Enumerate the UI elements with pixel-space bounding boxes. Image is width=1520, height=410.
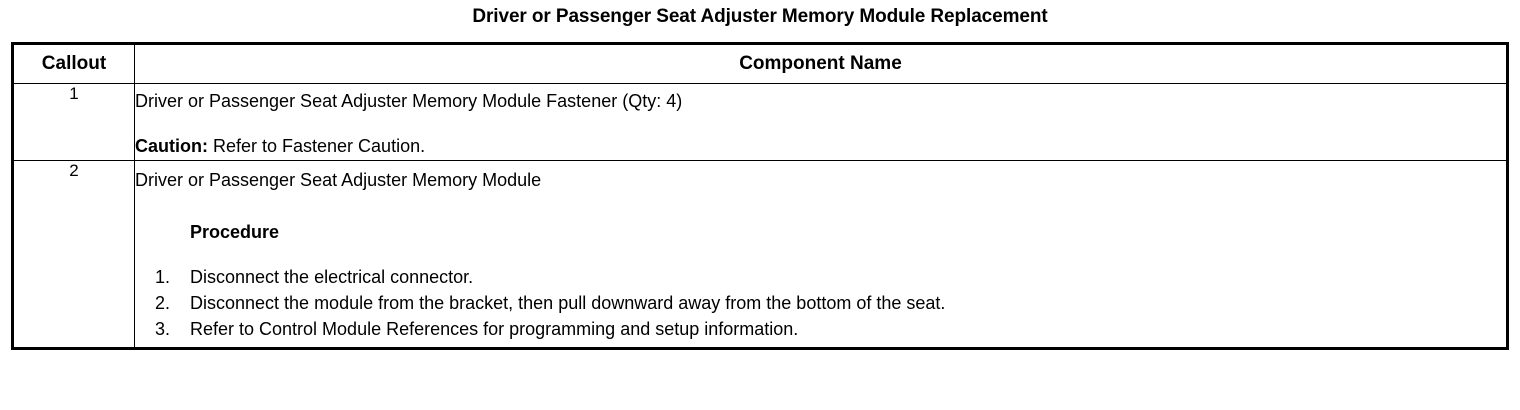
callout-number: 2 bbox=[12, 160, 135, 349]
caution-label: Caution: bbox=[135, 136, 208, 156]
list-item: 2. Disconnect the module from the bracket… bbox=[135, 291, 1506, 316]
table-body: 1 Driver or Passenger Seat Adjuster Memo… bbox=[12, 83, 1508, 349]
column-header-component-name: Component Name bbox=[134, 43, 1508, 84]
procedure-step-list: 1. Disconnect the electrical connector. 2… bbox=[135, 265, 1506, 342]
table-row: 1 Driver or Passenger Seat Adjuster Memo… bbox=[12, 83, 1508, 161]
component-description-cell: Driver or Passenger Seat Adjuster Memory… bbox=[134, 83, 1508, 161]
step-number: 3. bbox=[155, 319, 171, 339]
caution-text: Refer to Fastener Caution. bbox=[207, 136, 426, 156]
table-header-row: Callout Component Name bbox=[12, 43, 1508, 84]
table-header: Callout Component Name bbox=[12, 43, 1508, 84]
procedure-heading: Procedure bbox=[190, 222, 280, 242]
callout-table: Callout Component Name 1 Driver or Passe… bbox=[11, 42, 1509, 350]
callout-table-wrapper: Callout Component Name 1 Driver or Passe… bbox=[11, 42, 1509, 350]
component-name-text: Driver or Passenger Seat Adjuster Memory… bbox=[135, 170, 542, 190]
step-text: Refer to Control Module References for p… bbox=[190, 319, 799, 339]
page-title: Driver or Passenger Seat Adjuster Memory… bbox=[472, 6, 1048, 27]
callout-number: 1 bbox=[12, 83, 135, 161]
list-item: 3. Refer to Control Module References for… bbox=[135, 317, 1506, 342]
list-item: 1. Disconnect the electrical connector. bbox=[135, 265, 1506, 290]
step-text: Disconnect the module from the bracket, … bbox=[190, 293, 946, 313]
component-name-text: Driver or Passenger Seat Adjuster Memory… bbox=[135, 91, 683, 111]
step-text: Disconnect the electrical connector. bbox=[190, 267, 474, 287]
step-number: 1. bbox=[155, 267, 171, 287]
step-number: 2. bbox=[155, 293, 171, 313]
caution-note: Caution: Refer to Fastener Caution. bbox=[135, 135, 1506, 158]
table-row: 2 Driver or Passenger Seat Adjuster Memo… bbox=[12, 160, 1508, 349]
component-description-cell: Driver or Passenger Seat Adjuster Memory… bbox=[134, 160, 1508, 349]
column-header-callout: Callout bbox=[12, 43, 135, 84]
